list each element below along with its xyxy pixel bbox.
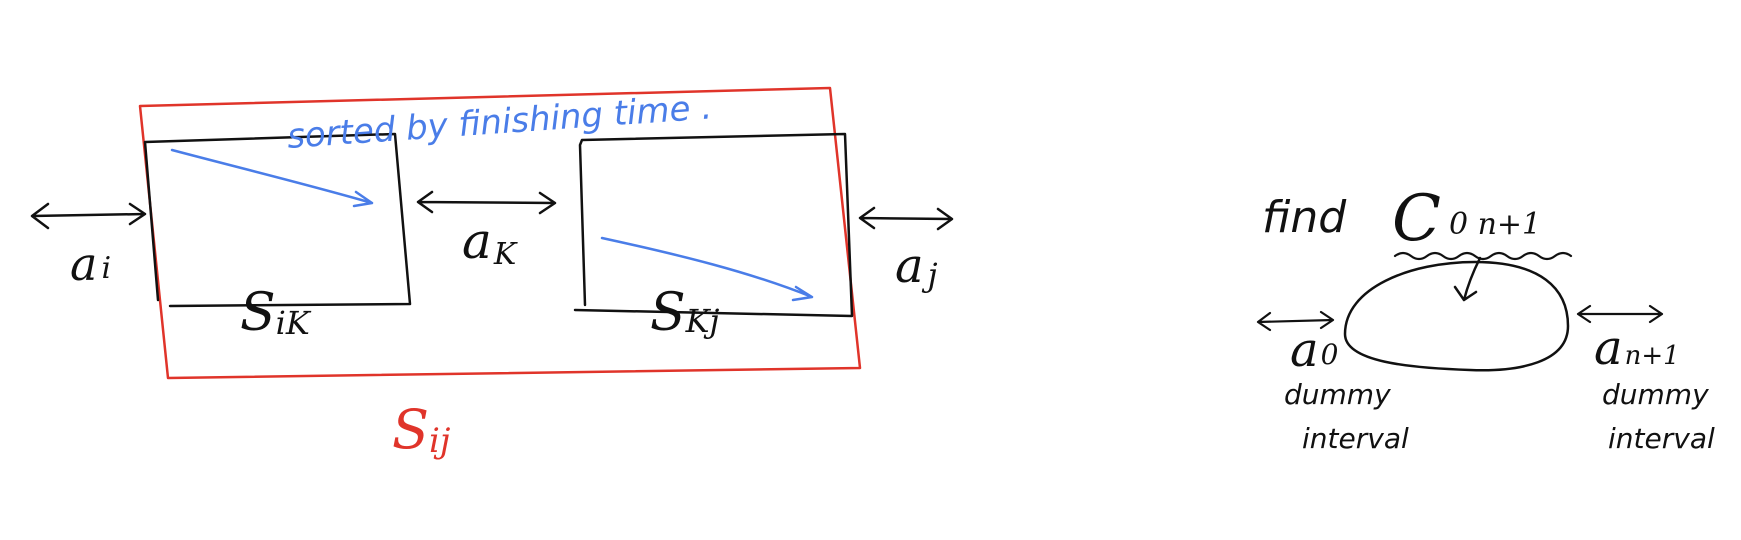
an1-note-dummy: dummy (1602, 378, 1709, 411)
double-arrow-an1 (1576, 304, 1664, 324)
a0-note-interval: interval (1302, 422, 1409, 455)
double-arrow-ak (416, 190, 557, 215)
label-s-ik: SiK (240, 283, 312, 343)
label-a-k: aK (462, 212, 518, 272)
an1-note-interval: interval (1608, 422, 1715, 455)
squiggle-underline (1393, 251, 1573, 261)
label-s-ij: Sij (392, 398, 451, 461)
label-s-kj: SKj (650, 283, 720, 343)
label-a-0: a0 (1290, 322, 1338, 378)
sij-red-box (138, 86, 862, 380)
double-arrow-ai (30, 202, 147, 230)
label-find: find (1262, 192, 1347, 243)
double-arrow-a0 (1256, 310, 1335, 332)
label-a-n1: an+1 (1594, 320, 1680, 376)
skj-black-box (573, 132, 854, 318)
sik-black-box (143, 132, 412, 308)
blue-arrow-left (170, 148, 374, 208)
interval-blob (1343, 260, 1570, 372)
a0-note-dummy: dummy (1284, 378, 1391, 411)
double-arrow-aj (858, 206, 954, 231)
blue-arrow-right (600, 236, 814, 302)
arrow-into-blob (1453, 256, 1482, 302)
